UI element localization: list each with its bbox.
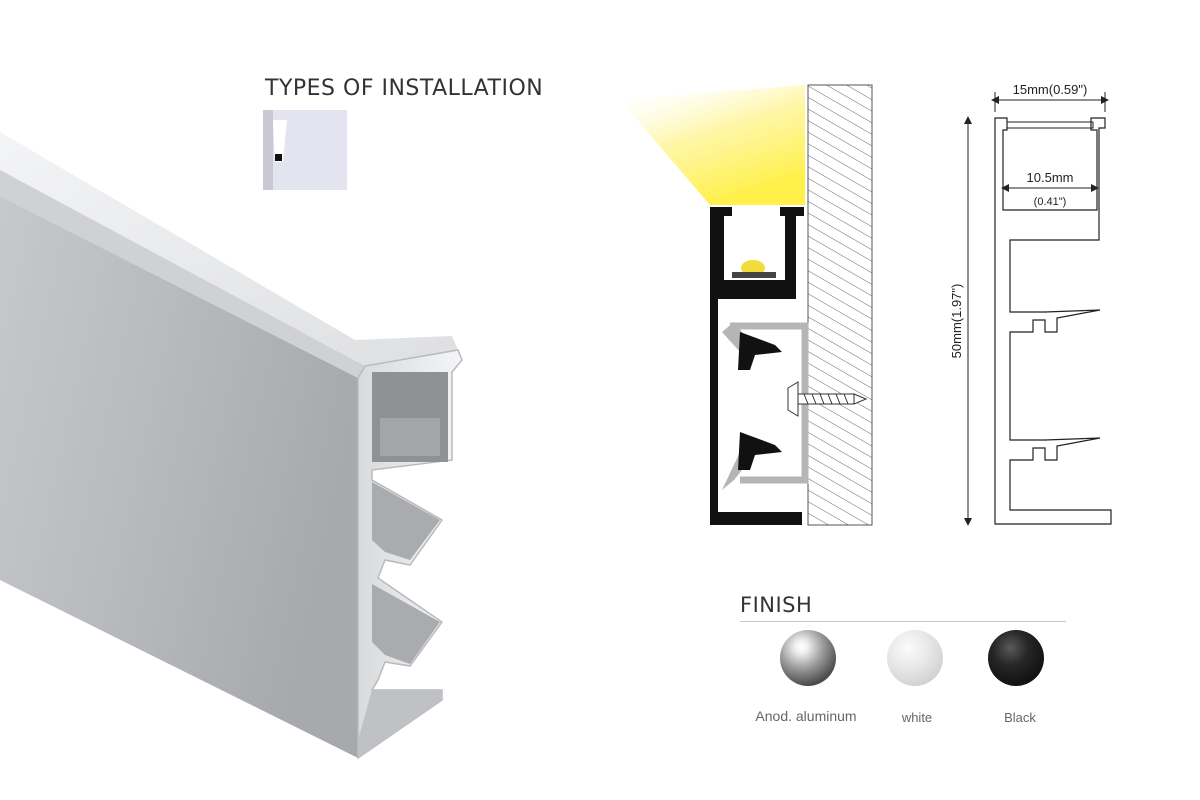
inner-width-inch-label: (0.41")	[1034, 196, 1067, 208]
diffuser-top-surface	[0, 132, 458, 366]
finish-label-aluminum: Anod. aluminum	[755, 708, 857, 724]
profile-outline	[994, 117, 1112, 525]
finish-label-white: white	[901, 710, 933, 725]
dimension-drawing: 15mm(0.59") 50mm(1.97") 10.5mm (0.41")	[949, 82, 1112, 526]
profile-front-face	[0, 196, 358, 758]
swatch-white	[887, 630, 943, 686]
clip-rib-upper	[372, 482, 440, 560]
finish-divider	[740, 621, 1066, 622]
clip-barb-lower	[738, 432, 782, 470]
led-strip	[732, 272, 776, 278]
swatch-anodized-aluminum	[780, 630, 836, 686]
width-label: 15mm(0.59")	[1013, 82, 1088, 97]
profile-section-black	[710, 207, 804, 525]
installation-title: TYPES OF INSTALLATION	[265, 76, 544, 101]
finish-title: FINISH	[740, 593, 813, 617]
swatch-black	[988, 630, 1044, 686]
mounting-screw	[787, 381, 868, 417]
base-flange	[358, 690, 442, 758]
diffuser-outline	[1006, 121, 1094, 129]
height-label: 50mm(1.97")	[949, 284, 964, 359]
light-beam	[620, 85, 805, 205]
profile-product-render	[0, 132, 463, 760]
profile-top-lip	[0, 170, 365, 378]
clip-barb-upper	[738, 332, 782, 370]
finish-label-black: Black	[1004, 710, 1036, 725]
wall-hatched	[807, 84, 873, 526]
profile-web	[718, 292, 796, 299]
channel-inner-floor	[380, 418, 440, 456]
installation-cross-section	[620, 84, 873, 526]
inner-width-label: 10.5mm	[1027, 170, 1074, 185]
wall-mount-icon	[263, 110, 347, 190]
clip-rib-lower	[372, 584, 440, 664]
